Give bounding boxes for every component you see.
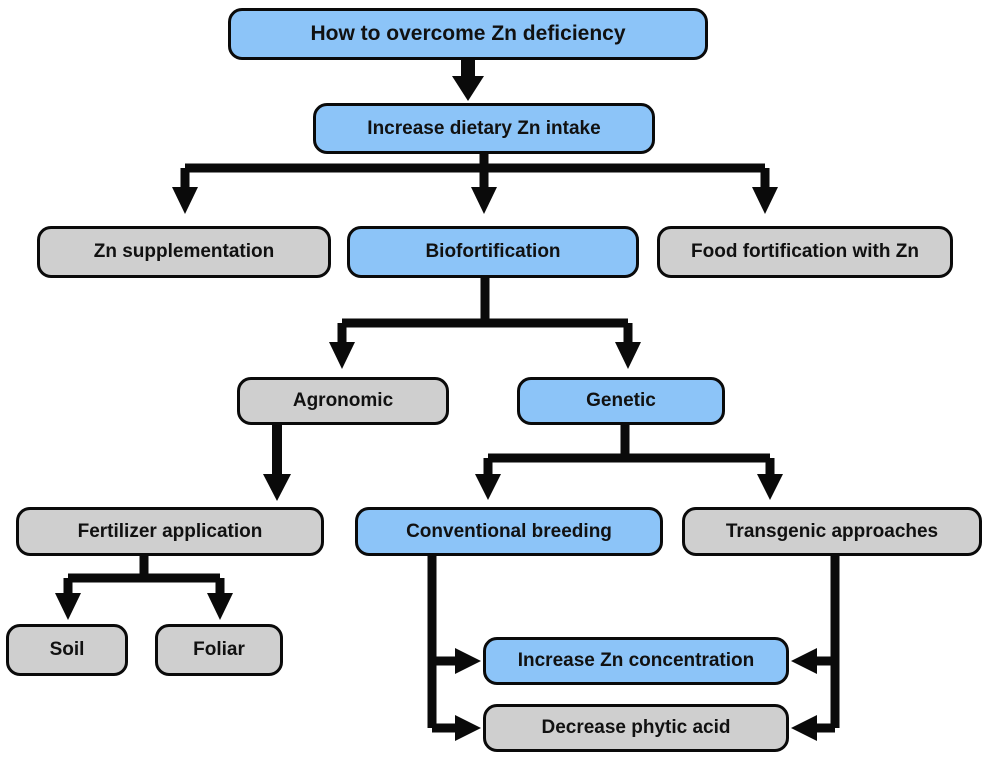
node-label-transgenic: Transgenic approaches [725,520,939,542]
node-biofort[interactable]: Biofortification [347,226,639,278]
node-decphytic[interactable]: Decrease phytic acid [483,704,789,752]
node-label-genetic: Genetic [586,390,656,412]
node-label-intake: Increase dietary Zn intake [367,117,601,139]
node-intake[interactable]: Increase dietary Zn intake [313,103,655,154]
node-supplement[interactable]: Zn supplementation [37,226,331,278]
edge-conventional-to-outcomes [427,556,481,741]
node-label-decphytic: Decrease phytic acid [541,717,731,739]
node-transgenic[interactable]: Transgenic approaches [682,507,982,556]
node-agronomic[interactable]: Agronomic [237,377,449,425]
edge-agronomic-to-fertilizer [263,425,291,501]
edge-root-to-intake [452,60,484,101]
edge-transgenic-to-outcomes [791,556,840,741]
node-label-supplement: Zn supplementation [93,241,275,263]
node-fertilizer[interactable]: Fertilizer application [16,507,324,556]
node-foodfort[interactable]: Food fortification with Zn [657,226,953,278]
node-label-biofort: Biofortification [425,241,561,263]
node-conv[interactable]: Conventional breeding [355,507,663,556]
edge-fertilizer-to-row5 [55,556,233,620]
edge-biofortification-to-row3 [329,278,641,369]
edge-genetic-to-row4 [475,425,783,500]
node-inczn[interactable]: Increase Zn concentration [483,637,789,685]
node-genetic[interactable]: Genetic [517,377,725,425]
edge-intake-to-row2 [172,154,778,214]
node-soil[interactable]: Soil [6,624,128,676]
node-label-foliar: Foliar [193,639,245,661]
node-label-root: How to overcome Zn deficiency [310,21,626,45]
node-label-fertilizer: Fertilizer application [77,520,263,542]
node-label-agronomic: Agronomic [292,390,394,412]
node-label-conv: Conventional breeding [406,520,612,542]
node-label-soil: Soil [49,639,85,661]
node-label-inczn: Increase Zn concentration [517,650,755,672]
node-root[interactable]: How to overcome Zn deficiency [228,8,708,60]
node-foliar[interactable]: Foliar [155,624,283,676]
node-label-foodfort: Food fortification with Zn [691,241,919,263]
